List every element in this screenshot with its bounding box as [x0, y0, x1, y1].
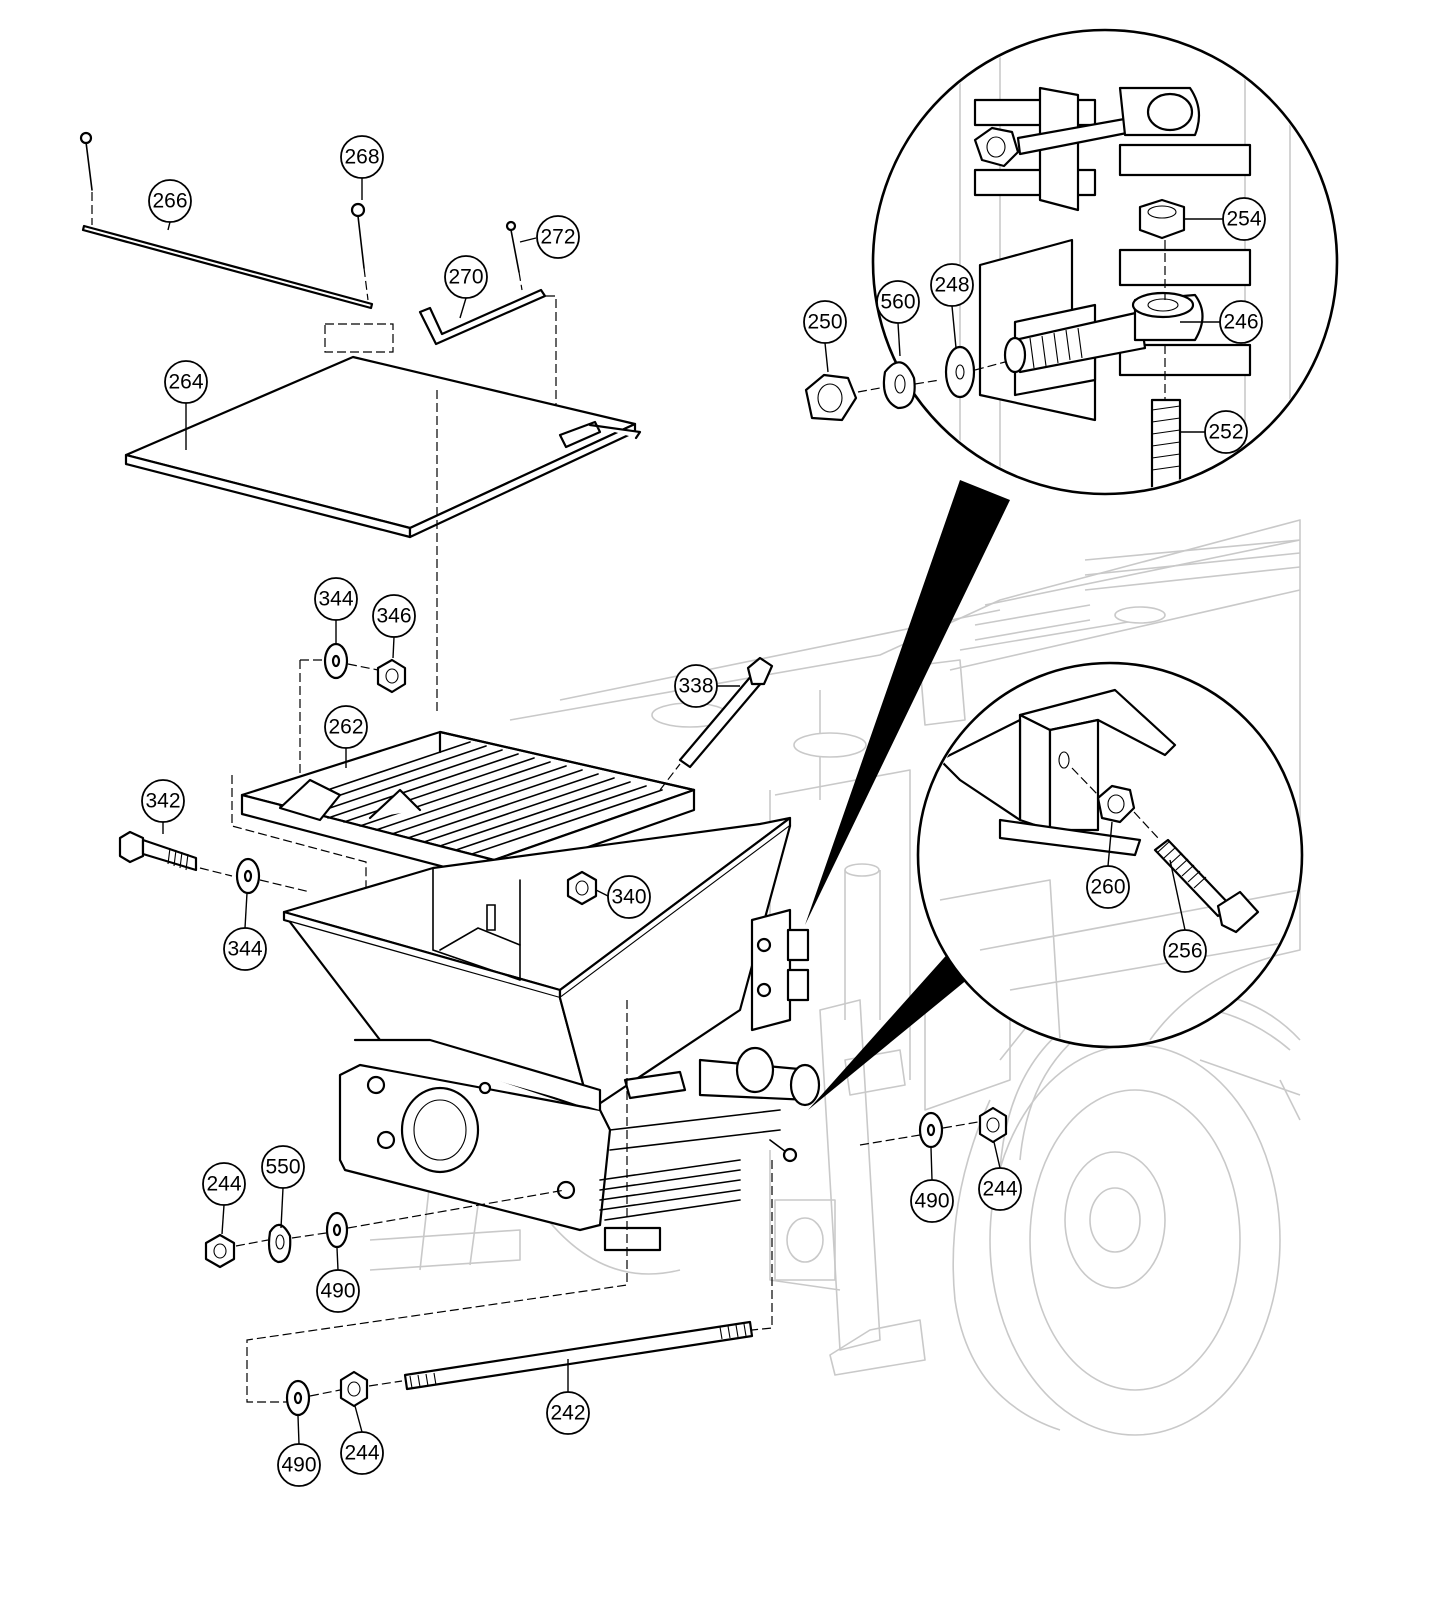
callout-label: 242: [550, 1402, 585, 1425]
lower-left-fasteners: [204, 1189, 566, 1269]
bolt-342: [118, 830, 145, 864]
callout-label: 272: [540, 226, 575, 249]
callout-346: 346: [372, 594, 416, 638]
callout-label: 266: [152, 190, 187, 213]
callout-338: 338: [674, 664, 718, 708]
callout-244-left: 244: [202, 1162, 246, 1206]
callout-label: 340: [611, 886, 646, 909]
tie-rod-assembly: [246, 1000, 773, 1417]
callout-260: 260: [1086, 865, 1130, 909]
callout-490-left: 490: [316, 1269, 360, 1313]
tie-rod: [403, 1320, 754, 1391]
lid-assembly: [79, 131, 642, 712]
callout-242: 242: [546, 1391, 590, 1435]
lock-washer-560: [882, 361, 916, 410]
callout-248: 248: [930, 263, 974, 307]
callout-label: 250: [807, 311, 842, 334]
callout-leaders: [162, 178, 1223, 1445]
callout-270: 270: [444, 255, 488, 299]
callout-244-right: 244: [978, 1167, 1022, 1211]
callout-272: 272: [536, 215, 580, 259]
callout-label: 244: [982, 1178, 1017, 1201]
callout-label: 264: [168, 371, 203, 394]
grate-bars: [279, 741, 663, 855]
callout-344-top: 344: [314, 577, 358, 621]
callout-label: 254: [1226, 208, 1261, 231]
callout-label: 244: [344, 1442, 379, 1465]
callout-label: 344: [227, 938, 262, 961]
callout-244-bottom: 244: [340, 1431, 384, 1475]
callout-490-right: 490: [910, 1179, 954, 1223]
callout-264: 264: [164, 360, 208, 404]
callout-label: 342: [145, 790, 180, 813]
callout-label: 252: [1208, 421, 1243, 444]
callout-252: 252: [1204, 410, 1248, 454]
callout-254: 254: [1222, 197, 1266, 241]
callout-266: 266: [148, 179, 192, 223]
latch-handle: [418, 288, 547, 346]
detail-view-latch: [916, 661, 1304, 1049]
callout-344-side: 344: [223, 927, 267, 971]
callout-label: 260: [1090, 876, 1125, 899]
callout-268: 268: [340, 135, 384, 179]
callout-label: 490: [320, 1280, 355, 1303]
flat-washer-248: [944, 345, 976, 399]
vent-grille: [974, 539, 1301, 641]
nut-244: [978, 1106, 1008, 1144]
callout-256: 256: [1163, 929, 1207, 973]
callout-label: 346: [376, 605, 411, 628]
callout-246: 246: [1219, 300, 1263, 344]
fill-cap: [793, 732, 867, 758]
callout-label: 344: [318, 588, 353, 611]
hopper-body: [282, 816, 821, 1252]
callout-label: 550: [265, 1156, 300, 1179]
callout-342: 342: [141, 779, 185, 823]
callout-560: 560: [876, 280, 920, 324]
nut-244: [339, 1370, 369, 1408]
callout-250: 250: [803, 300, 847, 344]
callout-label: 268: [344, 146, 379, 169]
callout-label: 244: [206, 1173, 241, 1196]
lower-right-fasteners: [859, 1106, 1008, 1149]
callout-label: 270: [448, 266, 483, 289]
nut-244: [204, 1233, 236, 1269]
callout-262: 262: [324, 705, 368, 749]
callout-490-bottom: 490: [277, 1443, 321, 1487]
callout-label: 262: [328, 716, 363, 739]
callout-550: 550: [261, 1145, 305, 1189]
hinge-rod: [81, 224, 374, 310]
side-fasteners: [118, 830, 311, 895]
callout-label: 246: [1223, 311, 1258, 334]
callout-label: 490: [914, 1190, 949, 1213]
callout-label: 248: [934, 274, 969, 297]
nut-250: [804, 373, 858, 422]
callout-label: 256: [1167, 940, 1202, 963]
callout-label: 490: [281, 1454, 316, 1477]
callout-340: 340: [607, 875, 651, 919]
detail-view-hinge: [804, 28, 1339, 496]
zoom-pointers: [805, 480, 1010, 1110]
callout-label: 338: [678, 675, 713, 698]
callout-label: 560: [880, 291, 915, 314]
lock-washer: [267, 1223, 292, 1264]
